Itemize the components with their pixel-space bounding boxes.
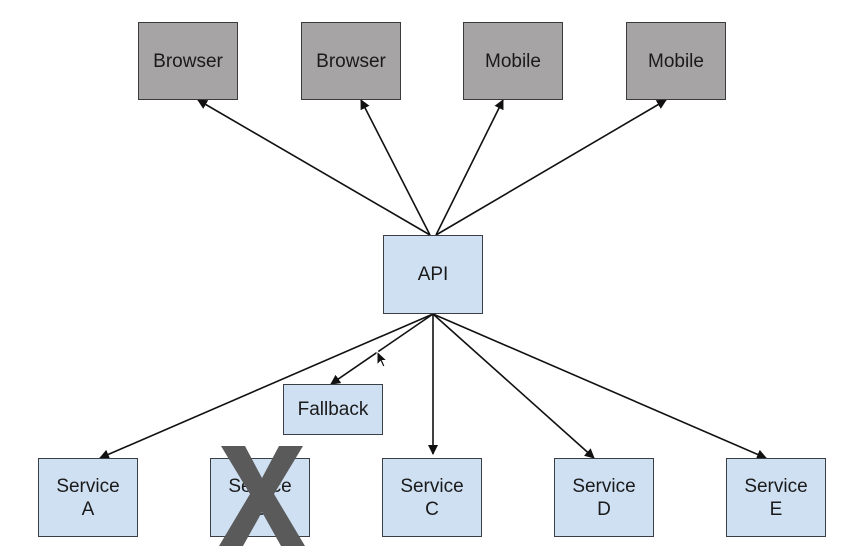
mobile-node-2: Mobile bbox=[626, 22, 726, 100]
edge-api-to-service-e bbox=[432, 313, 767, 460]
edge-api-to-service-a bbox=[99, 313, 434, 460]
service-c-node: Service C bbox=[382, 458, 482, 537]
edge-api-to-browser-2 bbox=[360, 99, 431, 236]
edge-api-to-fallback bbox=[330, 313, 434, 385]
browser-node-2-label: Browser bbox=[316, 50, 386, 72]
api-node-label: API bbox=[417, 264, 449, 285]
mobile-node-2-label: Mobile bbox=[648, 50, 704, 72]
fallback-node-label: Fallback bbox=[297, 399, 369, 420]
edge-api-to-browser-1 bbox=[197, 99, 431, 236]
service-e-node: Service E bbox=[726, 458, 826, 537]
browser-node-2: Browser bbox=[301, 22, 401, 100]
edge-api-to-mobile-2 bbox=[435, 99, 667, 236]
service-b-node: Service B bbox=[210, 458, 310, 537]
mobile-node-1: Mobile bbox=[463, 22, 563, 100]
service-a-label: Service A bbox=[56, 475, 120, 520]
service-c-label: Service C bbox=[400, 475, 464, 520]
api-node: API bbox=[383, 235, 483, 314]
fallback-node: Fallback bbox=[283, 384, 383, 435]
mobile-node-1-label: Mobile bbox=[485, 50, 541, 72]
browser-node-1-label: Browser bbox=[153, 50, 223, 72]
service-e-label: Service E bbox=[744, 475, 808, 520]
edge-api-to-mobile-1 bbox=[435, 99, 504, 236]
service-b-label: Service B bbox=[228, 475, 292, 520]
service-d-label: Service D bbox=[572, 475, 636, 520]
browser-node-1: Browser bbox=[138, 22, 238, 100]
service-a-node: Service A bbox=[38, 458, 138, 537]
edge-api-to-service-d bbox=[432, 313, 595, 459]
service-d-node: Service D bbox=[554, 458, 654, 537]
